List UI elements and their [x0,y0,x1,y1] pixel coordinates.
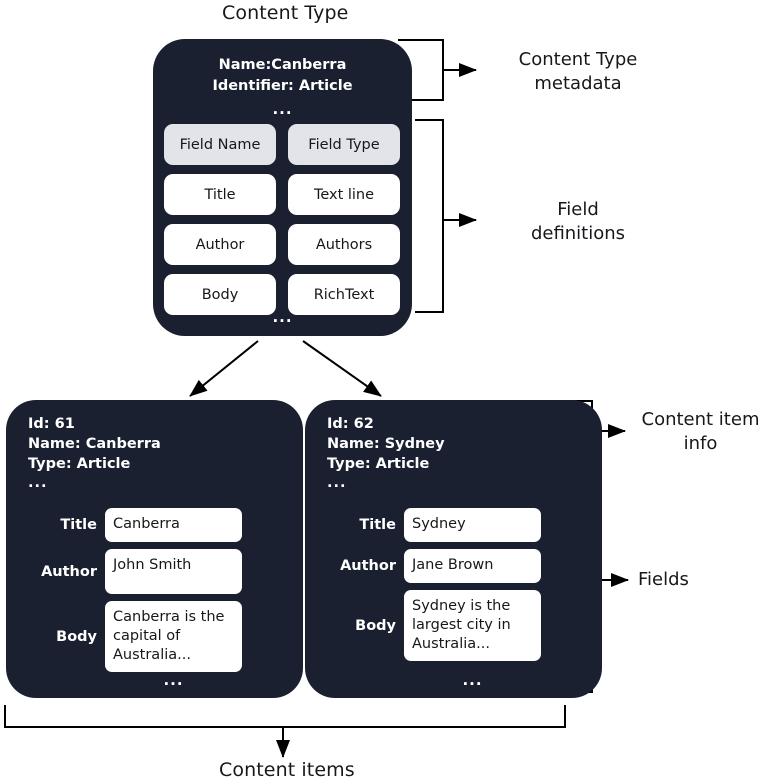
field-value: Sydney is the largest city in Australia.… [404,590,541,661]
field-value: Canberra is the capital of Australia... [105,601,242,672]
field-label: Author [41,563,97,580]
field-row: Author Jane Brown [305,549,602,583]
annotation-content-item-info: Content item info [641,409,760,454]
content-type-card: Name:Canberra Identifier: Article ... Fi… [153,39,412,336]
field-label: Body [355,617,396,634]
content-item-fields-ellipsis: ... [163,671,184,689]
field-definition-row: Title Text line [164,174,401,215]
content-item-id: Id: 61 [28,416,75,432]
content-item-name: Name: Sydney [327,436,445,452]
field-definitions-ellipsis: ... [272,308,293,326]
field-row: Title Sydney [305,508,602,542]
field-definition-type: Text line [288,174,400,215]
field-definitions-header-row: Field Name Field Type [164,124,401,165]
content-type-metadata-ellipsis: ... [272,100,293,118]
content-type-metadata: Name:Canberra Identifier: Article ... [153,55,412,117]
column-header-field-type: Field Type [288,124,400,165]
field-definition-name: Author [164,224,276,265]
content-item-info: Id: 61 Name: Canberra Type: Article ... [28,414,161,492]
content-item-name: Name: Canberra [28,436,161,452]
content-item-fields-ellipsis: ... [462,671,483,689]
content-item-card: Id: 61 Name: Canberra Type: Article ... … [6,400,303,698]
content-item-card: Id: 62 Name: Sydney Type: Article ... Ti… [305,400,602,698]
field-row: Body Canberra is the capital of Australi… [6,601,303,672]
field-row: Body Sydney is the largest city in Austr… [305,590,602,661]
field-value: John Smith [105,549,242,594]
content-type-identifier: Identifier: Article [212,78,353,94]
annotation-content-type-metadata: Content Type metadata [518,49,638,94]
content-item-fields: Title Canberra Author John Smith Body Ca… [6,508,303,679]
field-definition-row: Body RichText [164,274,401,315]
content-item-info-ellipsis: ... [28,475,48,491]
field-value: Canberra [105,508,242,542]
field-definition-type: Authors [288,224,400,265]
field-value: Sydney [404,508,541,542]
content-item-info-ellipsis: ... [327,475,347,491]
field-label: Author [340,558,396,574]
content-item-type: Type: Article [327,456,430,472]
diagram-title-content-items: Content items [219,759,355,781]
content-item-fields: Title Sydney Author Jane Brown Body Sydn… [305,508,602,668]
field-row: Title Canberra [6,508,303,542]
content-item-type: Type: Article [28,456,131,472]
diagram-title-content-type: Content Type [222,2,349,24]
field-definitions-table: Field Name Field Type Title Text line Au… [164,124,401,324]
field-definition-row: Author Authors [164,224,401,265]
annotation-field-definitions: Field definitions [530,199,626,244]
field-row: Author John Smith [6,549,303,594]
field-label: Body [56,628,97,645]
annotation-fields: Fields [638,569,689,590]
field-value: Jane Brown [404,549,541,583]
content-item-info: Id: 62 Name: Sydney Type: Article ... [327,414,445,492]
field-label: Title [60,517,97,533]
content-type-name: Name:Canberra [218,57,347,73]
column-header-field-name: Field Name [164,124,276,165]
field-definition-name: Body [164,274,276,315]
field-definition-name: Title [164,174,276,215]
field-label: Title [359,517,396,533]
content-item-id: Id: 62 [327,416,374,432]
field-definition-type: RichText [288,274,400,315]
